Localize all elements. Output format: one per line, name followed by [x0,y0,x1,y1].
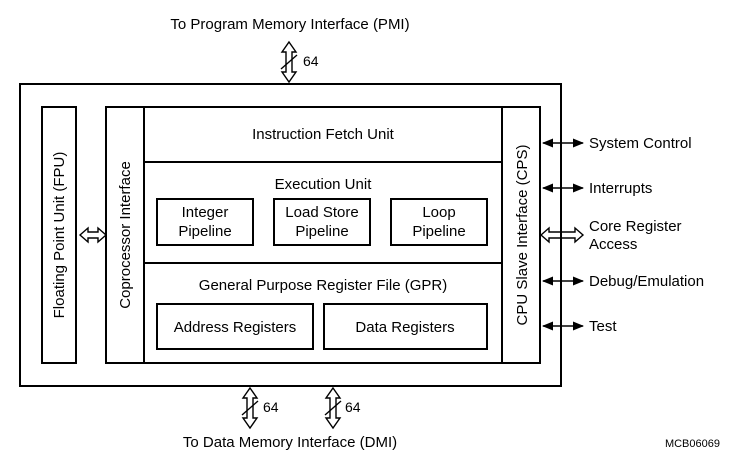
address-registers-block [156,303,314,350]
coprocessor-interface-label: Coprocessor Interface [117,161,134,309]
fpu-label: Floating Point Unit (FPU) [51,152,68,319]
figure-id: MCB06069 [665,438,720,450]
execution-unit-label: Execution Unit [275,176,373,193]
cps-block [501,106,541,364]
debug-emulation-label: Debug/Emulation [589,273,704,290]
integer-pipeline-block [156,198,254,246]
fpu-block [41,106,77,364]
dmi-bus-width-left: 64 [263,399,279,415]
integer-pipeline-label-line1: Integer [182,204,229,221]
address-registers-label: Address Registers [174,319,297,336]
test-label: Test [589,318,617,335]
instruction-fetch-unit-label: Instruction Fetch Unit [252,126,395,143]
load-store-pipeline-block [273,198,371,246]
instruction-fetch-unit-block [143,106,503,163]
core-register-access-label-line2: Access [589,236,637,253]
loop-pipeline-label-line2: Pipeline [412,223,465,240]
dmi-bus-arrow-left [241,386,259,430]
pmi-bus-width: 64 [303,53,319,69]
gpr-label: General Purpose Register File (GPR) [199,277,447,294]
cps-label: CPU Slave Interface (CPS) [514,145,531,326]
core-register-access-label-line1: Core Register [589,218,682,235]
dmi-bus-width-right: 64 [345,399,361,415]
system-control-label: System Control [589,135,692,152]
coprocessor-interface-block [105,106,145,364]
core-register-access-arrow [539,226,585,244]
dmi-bus-arrow-right [324,386,342,430]
load-store-pipeline-label-line1: Load Store [285,204,358,221]
loop-pipeline-block [390,198,488,246]
data-registers-block [323,303,488,350]
pmi-bus-arrow [280,40,298,84]
integer-pipeline-label-line2: Pipeline [178,223,231,240]
interrupts-label: Interrupts [589,180,652,197]
data-registers-label: Data Registers [355,319,454,336]
load-store-pipeline-label-line2: Pipeline [295,223,348,240]
dmi-label: To Data Memory Interface (DMI) [183,434,397,451]
pmi-label: To Program Memory Interface (PMI) [170,16,409,33]
loop-pipeline-label-line1: Loop [422,204,455,221]
